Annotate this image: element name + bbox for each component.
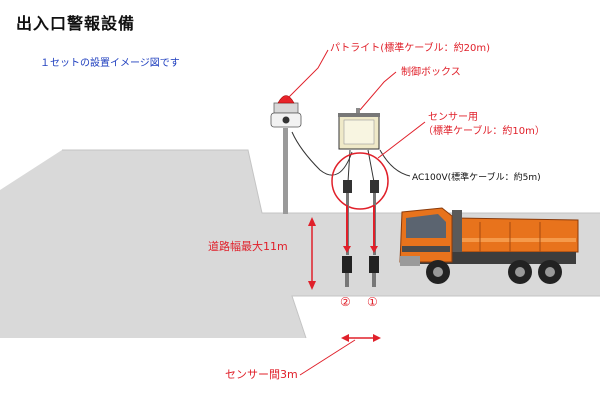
road-edge-bottom [291, 295, 600, 339]
sensor-icon [342, 256, 352, 273]
sensor-beam-1-head [370, 246, 378, 253]
sensor-icon [370, 180, 379, 193]
patrol-light-icon [270, 95, 302, 128]
page-title: 出入口警報設備 [16, 14, 136, 33]
road-width-label: 道路幅最大11m [208, 240, 288, 253]
sensor-spacing-label: センサー間3m [225, 368, 298, 381]
ac-power-label: AC100V(標準ケーブル：約5m) [412, 173, 541, 183]
sensor-spacing-leader [299, 339, 356, 376]
control-box-leader [359, 71, 397, 111]
sensor-beam-2-head [343, 246, 351, 253]
sensor-label-line1: センサー用 [428, 112, 478, 123]
sensor-highlight-circle [331, 152, 389, 210]
control-box-icon [338, 113, 380, 150]
patrol-light-leader [285, 49, 329, 101]
patrol-cable [291, 131, 353, 176]
sensor-base-1 [372, 273, 376, 287]
sensor-icon [369, 256, 379, 273]
sensor-label-line2: （標準ケーブル：約10m） [423, 126, 545, 137]
control-box-label: 制御ボックス [401, 67, 461, 78]
sensor-spacing-arrow-right [373, 334, 381, 342]
sensor-base-2 [345, 273, 349, 287]
ac-cable [379, 149, 411, 177]
sensor-icon [343, 180, 352, 193]
sensor-1-label: ① [367, 295, 378, 309]
sensor-label-leader [377, 121, 426, 159]
sensor-spacing-arrow-left [341, 334, 349, 342]
road-surface [0, 150, 600, 338]
patrol-light-pole [283, 128, 288, 214]
road-width-arrow-top [308, 217, 316, 226]
dump-truck-icon [399, 207, 579, 284]
sensor-cable-1 [367, 149, 375, 183]
patrol-light-label: パトライト(標準ケーブル：約20m) [330, 43, 490, 54]
page-subtitle: １セットの設置イメージ図です [40, 58, 180, 69]
sensor-2-label: ② [340, 295, 351, 309]
road-width-arrow-bottom [308, 281, 316, 290]
